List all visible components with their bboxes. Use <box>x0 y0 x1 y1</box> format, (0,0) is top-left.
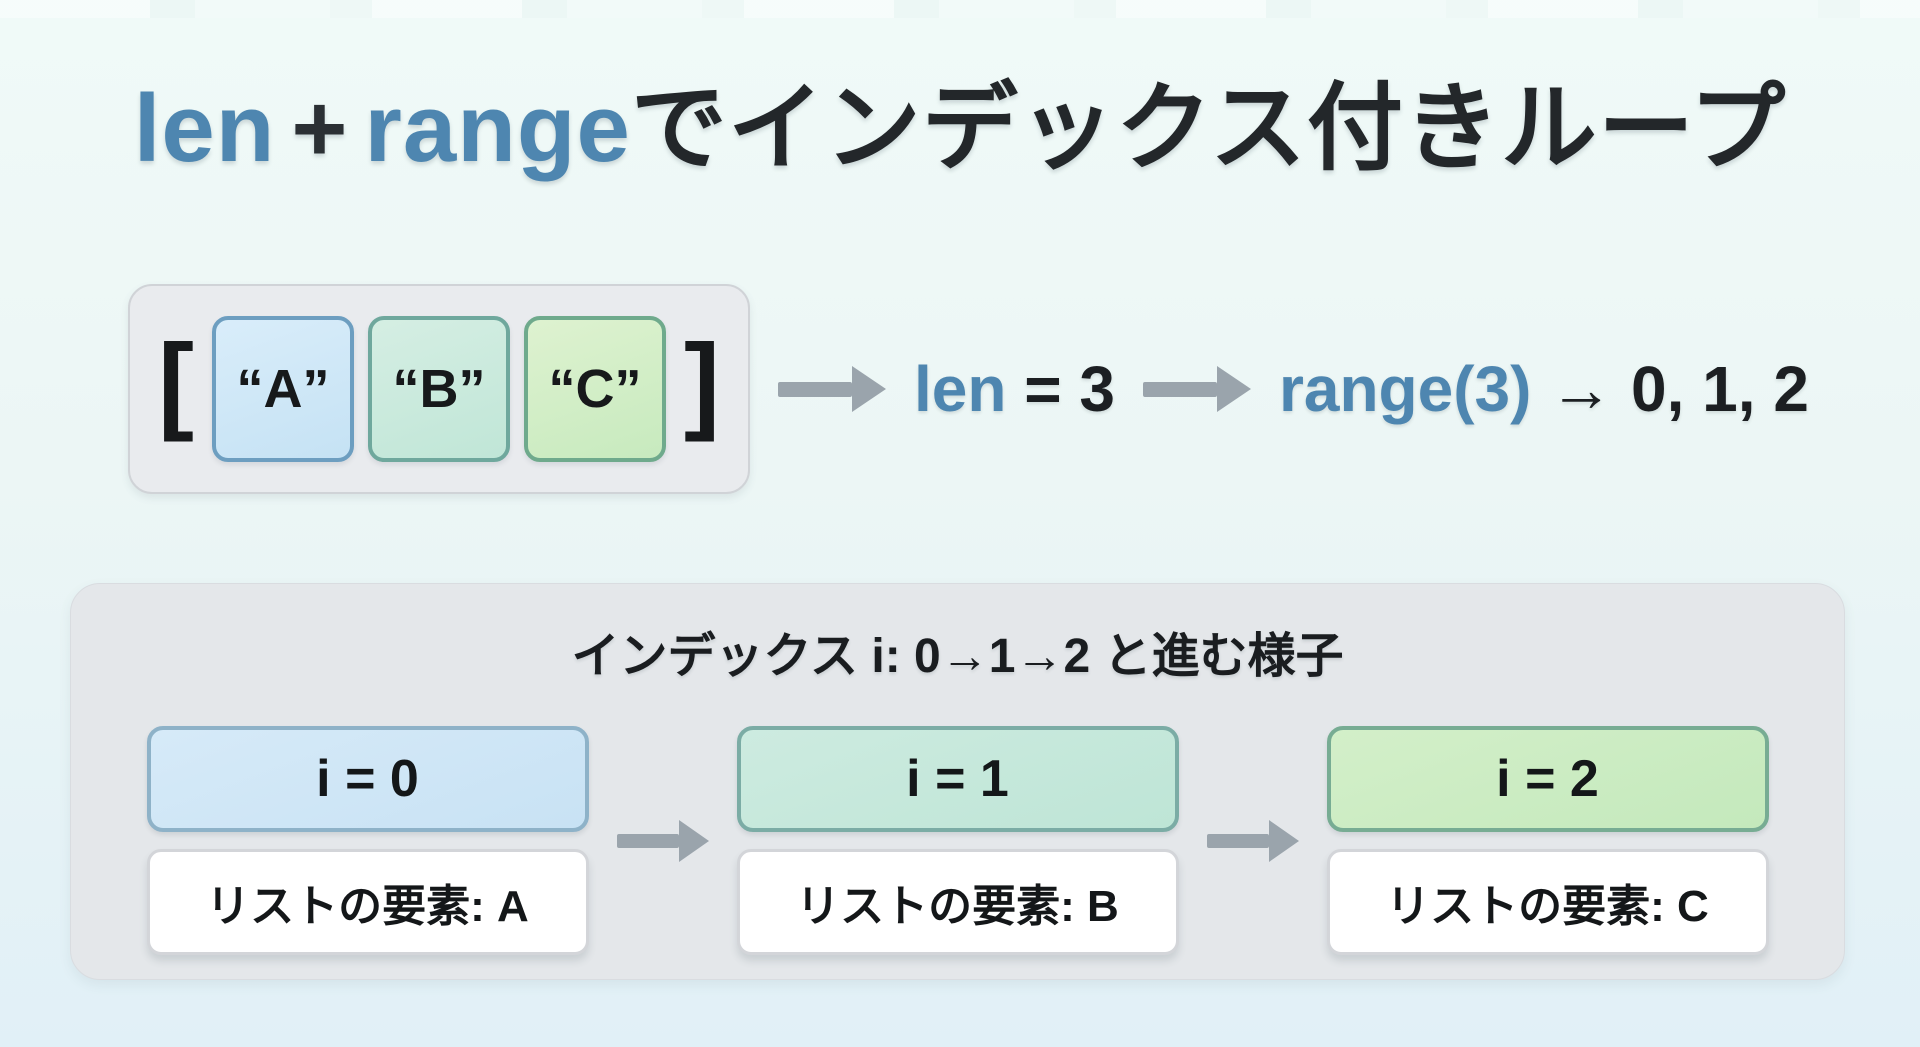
step-i0: i = 0 リストの要素: A <box>146 726 589 955</box>
list-container: [ “A” “B” “C” ] <box>128 284 750 494</box>
index-box-i0: i = 0 <box>146 726 589 832</box>
step-i1: i = 1 リストの要素: B <box>736 726 1179 955</box>
title-range-code: range <box>364 75 631 182</box>
arrow-head <box>1216 366 1251 412</box>
element-box-b: リストの要素: B <box>736 849 1179 955</box>
range-result: → 0, 1, 2 <box>1531 353 1809 425</box>
len-expression: len = 3 <box>914 352 1115 426</box>
arrow-bar <box>777 381 852 397</box>
range-code: range(3) <box>1278 353 1532 425</box>
right-arrow-icon <box>1206 819 1299 862</box>
list-item-a: “A” <box>211 316 354 462</box>
list-item-c: “C” <box>523 316 666 462</box>
len-code: len <box>913 353 1007 425</box>
title-japanese-text: でインデックス付きループ <box>630 75 1787 182</box>
arrow-head <box>851 366 886 412</box>
page-title: len+rangeでインデックス付きループ <box>0 50 1920 189</box>
arrow-head <box>678 819 709 862</box>
panel-heading: インデックス i: 0→1→2 と進む様子 <box>571 630 1344 683</box>
index-box-i2: i = 2 <box>1326 726 1769 832</box>
index-progress-panel: インデックス i: 0→1→2 と進む様子 i = 0 リストの要素: A i … <box>70 583 1845 980</box>
right-arrow-icon <box>1142 366 1251 412</box>
arrow-bar <box>616 833 679 848</box>
title-plus-sign: + <box>291 75 349 182</box>
list-item-b: “B” <box>367 316 510 462</box>
element-box-a: リストの要素: A <box>146 849 589 955</box>
len-value: = 3 <box>1006 353 1115 425</box>
arrow-bar <box>1206 833 1269 848</box>
title-len-code: len <box>133 75 276 182</box>
right-arrow-icon <box>616 819 709 862</box>
range-expression: range(3) → 0, 1, 2 <box>1279 352 1809 426</box>
index-box-i1: i = 1 <box>736 726 1179 832</box>
list-to-range-flow: [ “A” “B” “C” ] len = 3 range(3) → 0, 1,… <box>128 283 1809 495</box>
top-edge-artifact-strip <box>0 0 1920 18</box>
arrow-bar <box>1142 381 1217 397</box>
right-arrow-icon <box>777 366 886 412</box>
step-i2: i = 2 リストの要素: C <box>1326 726 1769 955</box>
open-bracket: [ <box>158 321 194 443</box>
arrow-head <box>1268 819 1299 862</box>
steps-row: i = 0 リストの要素: A i = 1 リストの要素: B i = 2 リス… <box>71 726 1844 955</box>
close-bracket: ] <box>683 321 720 443</box>
element-box-c: リストの要素: C <box>1326 849 1769 955</box>
